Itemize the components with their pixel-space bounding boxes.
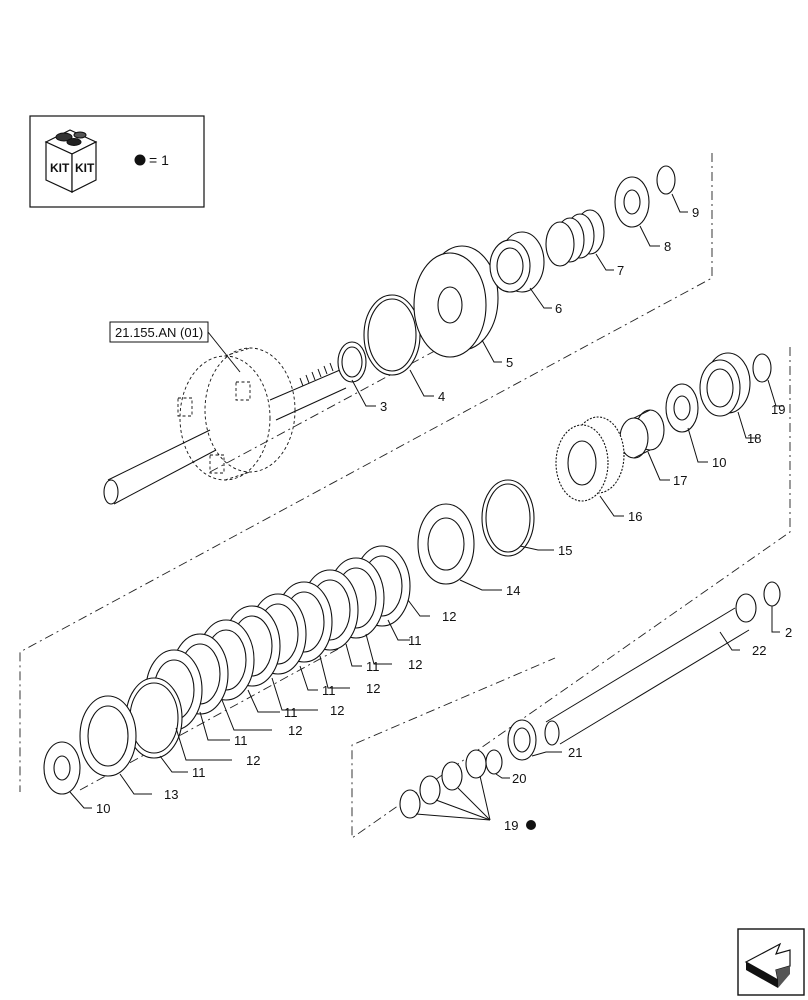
- snap-ring-18: [752, 353, 772, 383]
- snap-ring-3-inner: [341, 346, 363, 378]
- callout-12-g: 13: [164, 787, 178, 802]
- callout-12-e: 12: [288, 723, 302, 738]
- callout-4: 4: [438, 389, 445, 404]
- callout-6: 6: [555, 301, 562, 316]
- callout-12-c: 12: [366, 681, 380, 696]
- callout-2: 2: [785, 625, 792, 640]
- seal-ring-4-inner: [367, 298, 417, 372]
- callout-12-d: 12: [330, 703, 344, 718]
- piston-5: [413, 245, 499, 358]
- callout-13: 14: [506, 583, 520, 598]
- callout-16: 17: [673, 473, 687, 488]
- callout-11-b: 11: [366, 659, 380, 674]
- callout-7: 7: [617, 263, 624, 278]
- thrust-washer-10-upper: [665, 383, 699, 433]
- gear-15: [555, 416, 625, 502]
- callout-20: 20: [512, 771, 526, 786]
- callout-15: 16: [628, 509, 642, 524]
- callout-19: 19: [504, 818, 518, 833]
- callout-22: 22: [752, 643, 766, 658]
- snap-ring-9: [656, 165, 676, 195]
- callout-11-e: 11: [234, 733, 248, 748]
- spring-retainer-6: [489, 231, 545, 293]
- callout-8: 8: [664, 239, 671, 254]
- shaft-22: [544, 593, 757, 746]
- shim-set-19: [399, 749, 487, 819]
- callout-10-upper: 10: [712, 455, 726, 470]
- spring-7: [545, 209, 605, 267]
- bearing-17: [699, 352, 751, 417]
- snap-ring-20: [485, 749, 503, 775]
- callout-21: 21: [568, 745, 582, 760]
- kit-dot-marker-19: [526, 820, 536, 830]
- reference-link[interactable]: 21.155.AN (01): [109, 321, 241, 373]
- callout-18: 19: [771, 402, 785, 417]
- callout-11-f: 11: [192, 765, 206, 780]
- callout-labels: 3 4 5 6 7 8 9 19 18 10 17 16 15 14 12 11…: [96, 205, 792, 833]
- callout-12-f: 12: [246, 753, 260, 768]
- kit-label-left: KIT: [50, 161, 70, 175]
- assembly-boundary: [19, 153, 791, 839]
- kit-label-right: KIT: [75, 161, 95, 175]
- kit-legend-text: = 1: [149, 152, 169, 168]
- pressure-plate-13: [417, 503, 475, 585]
- next-page-arrow-icon[interactable]: [737, 928, 805, 996]
- callout-10-lower: 10: [96, 801, 110, 816]
- callout-12-b: 12: [408, 657, 422, 672]
- clutch-pack: [79, 545, 411, 777]
- callout-12-a: 12: [442, 609, 456, 624]
- callout-14: 15: [558, 543, 572, 558]
- snap-ring-14-inner: [485, 483, 531, 553]
- callout-11-c: 11: [322, 683, 336, 698]
- thrust-washer-10-lower: [43, 741, 81, 795]
- kit-legend: KIT KIT = 1: [29, 115, 205, 208]
- bearing-21: [507, 719, 537, 761]
- callout-17: 18: [747, 431, 761, 446]
- callout-9: 9: [692, 205, 699, 220]
- snap-ring-2: [763, 581, 781, 607]
- washer-8: [614, 176, 650, 228]
- clutch-housing-shaft: [103, 347, 347, 505]
- callout-5: 5: [506, 355, 513, 370]
- kit-dot-icon: [134, 154, 146, 166]
- reference-label[interactable]: 21.155.AN (01): [115, 325, 203, 340]
- callout-11-a: 11: [408, 633, 422, 648]
- needle-bearing-16: [619, 409, 665, 459]
- callout-11-d: 11: [284, 705, 298, 720]
- callout-3: 3: [380, 399, 387, 414]
- kit-box-icon: KIT KIT: [44, 129, 98, 193]
- leader-lines: [69, 193, 784, 821]
